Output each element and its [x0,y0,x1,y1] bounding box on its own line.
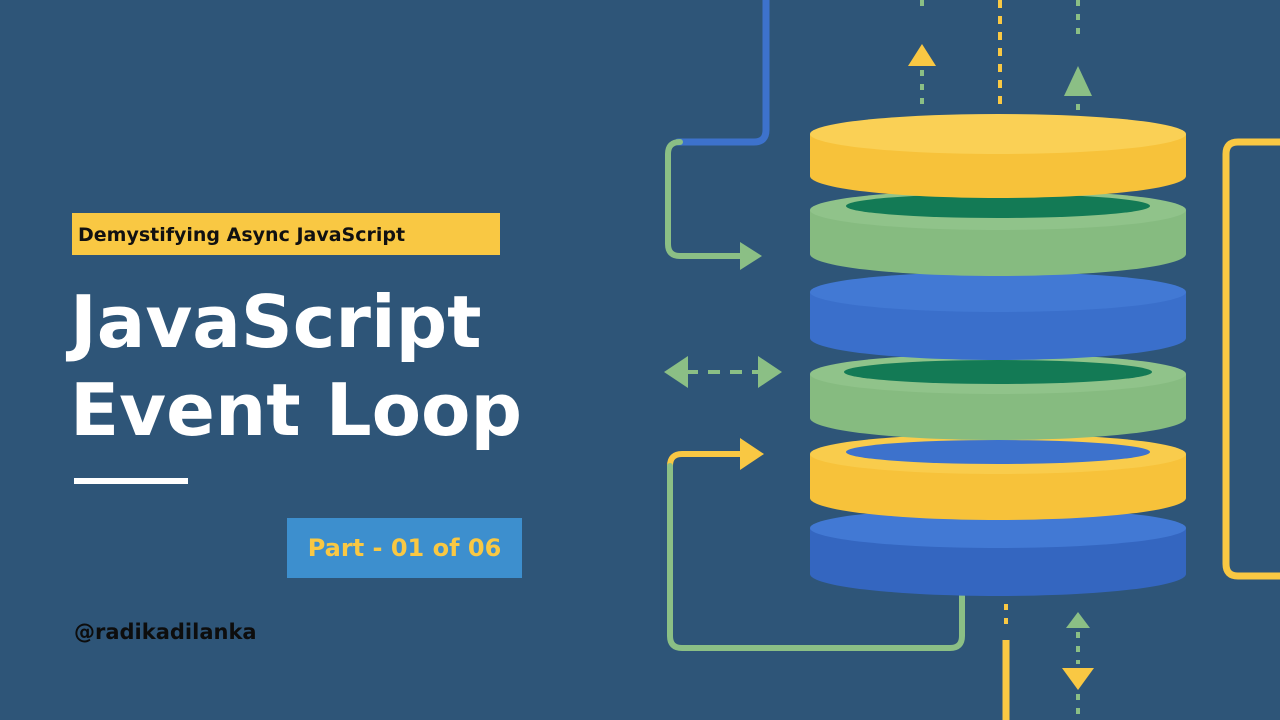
part-badge: Part - 01 of 06 [287,518,522,578]
disk-layer-blue-top [810,272,1186,312]
arrow-up-icon [908,44,936,66]
arrow-right-icon [740,438,764,470]
arrow-down-icon [1062,668,1094,690]
yellow-connector-bottom [667,451,751,469]
page-title: JavaScript Event Loop [70,278,522,454]
blue-connector-line [674,0,770,146]
arrow-left-icon [664,356,688,388]
disk-inner-green [844,360,1152,384]
disk-layer-blue-top [810,508,1186,548]
disk-layer-yellow-top [810,114,1186,154]
title-divider [74,478,188,484]
yellow-bracket-right [1222,138,1280,580]
green-connector-bottom [667,463,965,651]
disk-inner-blue [846,440,1150,464]
title-line-2: Event Loop [70,368,523,452]
green-connector-top [665,139,751,259]
arrow-up-icon [1064,66,1092,96]
arrow-right-icon [740,242,762,270]
disk-inner-green [846,194,1150,218]
title-line-1: JavaScript [70,280,482,364]
subtitle-badge: Demystifying Async JavaScript [72,213,500,255]
author-handle: @radikadilanka [74,620,257,644]
stacked-disk-queue-icon [810,114,1186,596]
arrow-right-icon [758,356,782,388]
arrow-up-icon [1066,612,1090,628]
